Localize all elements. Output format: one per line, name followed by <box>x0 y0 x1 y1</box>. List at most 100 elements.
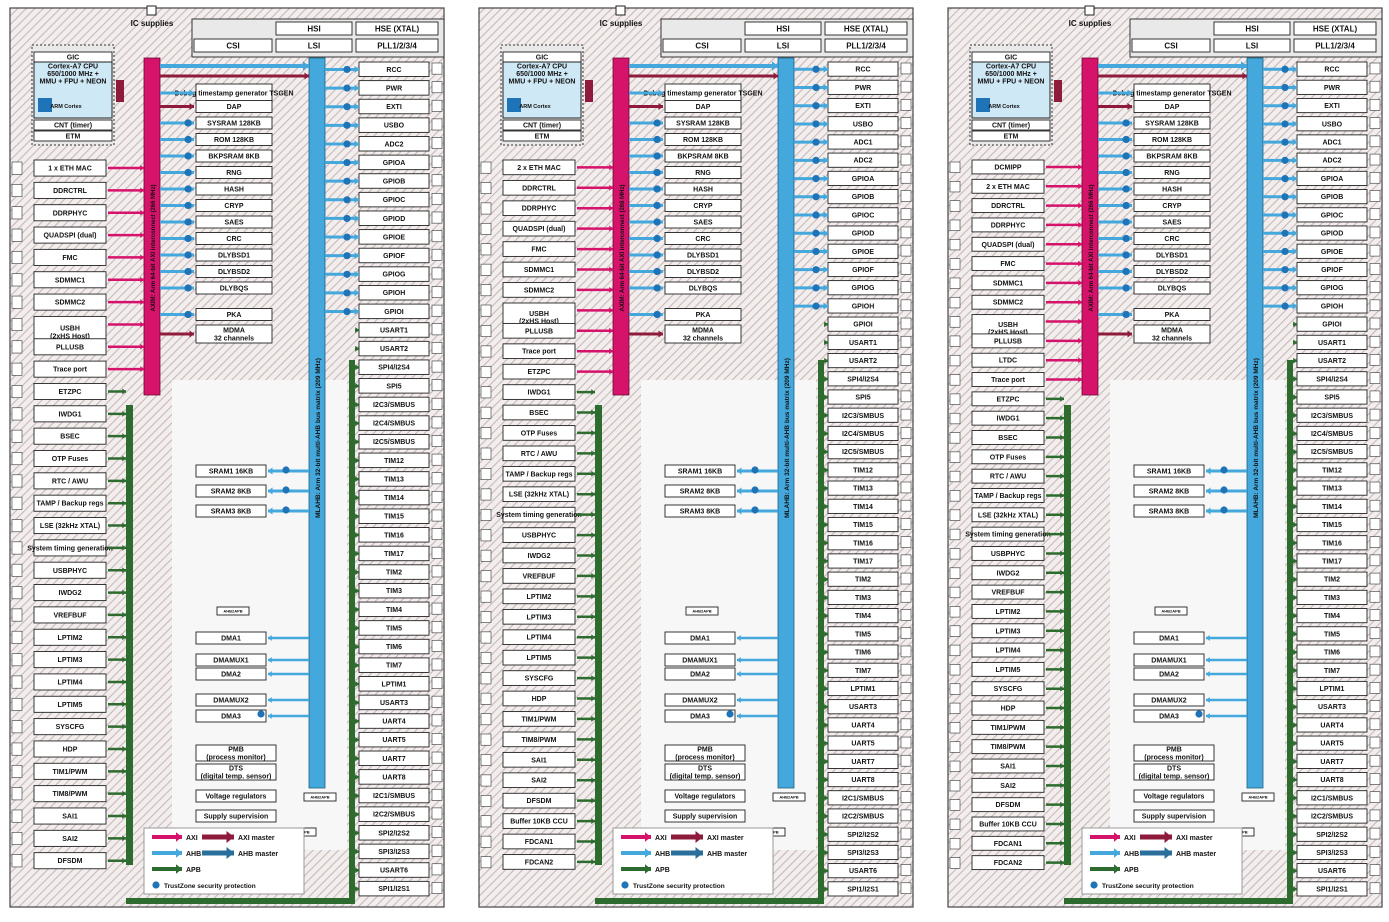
right-block-pwr: PWR <box>359 81 429 96</box>
ahb2apb-bridge-2-label: AHB2APB <box>310 794 329 799</box>
trustzone-icon <box>1090 881 1097 888</box>
left-block-etzpc-label: ETZPC <box>59 389 82 396</box>
right-block-tim14-label: TIM14 <box>853 504 873 511</box>
axi-block-dlybsd2: DLYBSD2 <box>665 266 741 278</box>
axi-block-mdma-32-channels: MDMA32 channels <box>196 325 272 343</box>
pin-box <box>432 827 442 838</box>
left-block-vrefbuf-label: VREFBUF <box>53 612 87 619</box>
trustzone-icon <box>812 157 819 164</box>
left-block-lse-32khz-xtal: LSE (32kHz XTAL) <box>503 487 575 502</box>
right-block-tim7: TIM7 <box>359 658 429 673</box>
pin-box <box>432 566 442 577</box>
left-block-2-x-eth-mac: 2 x ETH MAC <box>972 179 1044 193</box>
legend-apb-label: APB <box>1124 867 1139 874</box>
ahb2apb-bridge-2-label: AHB2APB <box>779 794 798 799</box>
trustzone-icon <box>1281 157 1288 164</box>
left-block-trace-port-label: Trace port <box>991 377 1026 384</box>
mid-block-dma1: DMA1 <box>665 632 735 644</box>
right-block-uart8-label: UART8 <box>851 777 874 784</box>
trustzone-icon <box>653 152 660 159</box>
right-block-gpioc: GPIOC <box>828 208 898 222</box>
pin-box <box>481 244 491 255</box>
axi-block-crc-label: CRC <box>695 236 710 243</box>
pin-box <box>950 181 960 192</box>
axi-block-dlybqs: DLYBQS <box>665 282 741 294</box>
pin-box <box>901 500 911 511</box>
left-block-ddrphyc: DDRPHYC <box>972 218 1044 232</box>
right-block-gpioc-label: GPIOC <box>383 197 406 204</box>
pin-box <box>432 119 442 130</box>
right-block-usart2: USART2 <box>359 341 429 356</box>
axi-block-dlybqs-label: DLYBQS <box>689 286 718 293</box>
right-block-pwr-label: PWR <box>1324 85 1340 92</box>
axi-block-bkpsram-8kb: BKPSRAM 8KB <box>196 150 272 162</box>
pin-box <box>1370 664 1380 675</box>
right-block-tim16: TIM16 <box>359 528 429 543</box>
right-block-tim17: TIM17 <box>828 554 898 568</box>
mid-block-dma1-label: DMA1 <box>690 636 710 643</box>
right-block-spi4-i2s4: SPI4/I2S4 <box>359 360 429 375</box>
left-block-iwdg2: IWDG2 <box>34 585 106 601</box>
right-block-tim4-label: TIM4 <box>386 607 402 614</box>
etm-block-label: ETM <box>66 134 81 141</box>
right-block-tim3-label: TIM3 <box>855 595 871 602</box>
right-block-tim12: TIM12 <box>359 453 429 468</box>
pin-box <box>950 684 960 695</box>
left-block-tim8-pwm: TIM8/PWM <box>972 740 1044 754</box>
pin-box <box>481 734 491 745</box>
trustzone-icon <box>1122 119 1129 126</box>
left-block-lptim2: LPTIM2 <box>34 629 106 645</box>
pin-box <box>481 448 491 459</box>
right-block-usart3-label: USART3 <box>849 704 877 711</box>
left-block-lptim3: LPTIM3 <box>34 652 106 668</box>
axi-block-dap-label: DAP <box>696 104 711 111</box>
right-block-usart6: USART6 <box>1297 864 1367 878</box>
mid-block-sram3-8kb: SRAM3 8KB <box>1134 505 1204 517</box>
pin-box <box>432 640 442 651</box>
mid-block-sram1-16kb-label: SRAM1 16KB <box>209 469 253 476</box>
right-block-i2c5-smbus-label: I2C5/SMBUS <box>1311 449 1353 456</box>
trustzone-icon <box>1195 710 1202 717</box>
axi-block-cryp-label: CRYP <box>1162 203 1182 210</box>
pin-box <box>481 162 491 173</box>
right-block-usart2-label: USART2 <box>1318 358 1346 365</box>
trustzone-icon <box>184 152 191 159</box>
pin-box <box>12 251 22 263</box>
left-block-hdp-label: HDP <box>1001 706 1016 713</box>
pin-box <box>1370 865 1380 876</box>
left-block-sai2: SAI2 <box>34 830 106 846</box>
pin-box <box>950 355 960 366</box>
right-block-tim16-label: TIM16 <box>1322 540 1342 547</box>
trustzone-icon <box>812 266 819 273</box>
right-block-uart7: UART7 <box>359 751 429 766</box>
left-block-hdp: HDP <box>503 691 575 706</box>
panel-p2: IC suppliesHSIHSE (XTAL)CSILSIPLL1/2/3/4… <box>479 6 913 907</box>
left-block-quadspi-dual-label: QUADSPI (dual) <box>982 242 1035 249</box>
left-block-hdp: HDP <box>34 741 106 757</box>
pin-box <box>12 207 22 219</box>
etm-block-label: ETM <box>535 134 550 141</box>
right-block-i2c3-smbus-label: I2C3/SMBUS <box>1311 413 1353 420</box>
mid-block-dmamux2-label: DMAMUX2 <box>1151 698 1186 705</box>
left-block-iwdg2-label: IWDG2 <box>528 553 551 560</box>
left-block-ddrphyc-label: DDRPHYC <box>991 222 1026 229</box>
left-block-ddrphyc-label: DDRPHYC <box>53 210 88 217</box>
left-block-ddrphyc-label: DDRPHYC <box>522 206 557 213</box>
gic-block-label: GIC <box>67 55 79 62</box>
left-block-ddrctrl: DDRCTRL <box>503 180 575 195</box>
left-block-vrefbuf-label: VREFBUF <box>991 590 1025 597</box>
pin-box <box>481 468 491 479</box>
cnt-timer-block: CNT (timer) <box>34 120 112 130</box>
left-block-sdmmc2-label: SDMMC2 <box>993 300 1023 307</box>
right-block-spi1-i2s1-label: SPI1/I2S1 <box>847 886 879 893</box>
pin-box <box>901 719 911 730</box>
pin-box <box>481 387 491 398</box>
right-block-gpioc-label: GPIOC <box>1321 212 1344 219</box>
right-block-gpioi-label: GPIOI <box>384 309 404 316</box>
pin-box <box>481 182 491 193</box>
right-block-spi5-label: SPI5 <box>386 383 401 390</box>
left-block-otp-fuses: OTP Fuses <box>34 450 106 466</box>
ahb2apb-bridge-1-label: AHB2APB <box>1161 608 1180 613</box>
right-block-uart5-label: UART5 <box>1320 741 1343 748</box>
right-block-gpiod-label: GPIOD <box>1321 231 1344 238</box>
